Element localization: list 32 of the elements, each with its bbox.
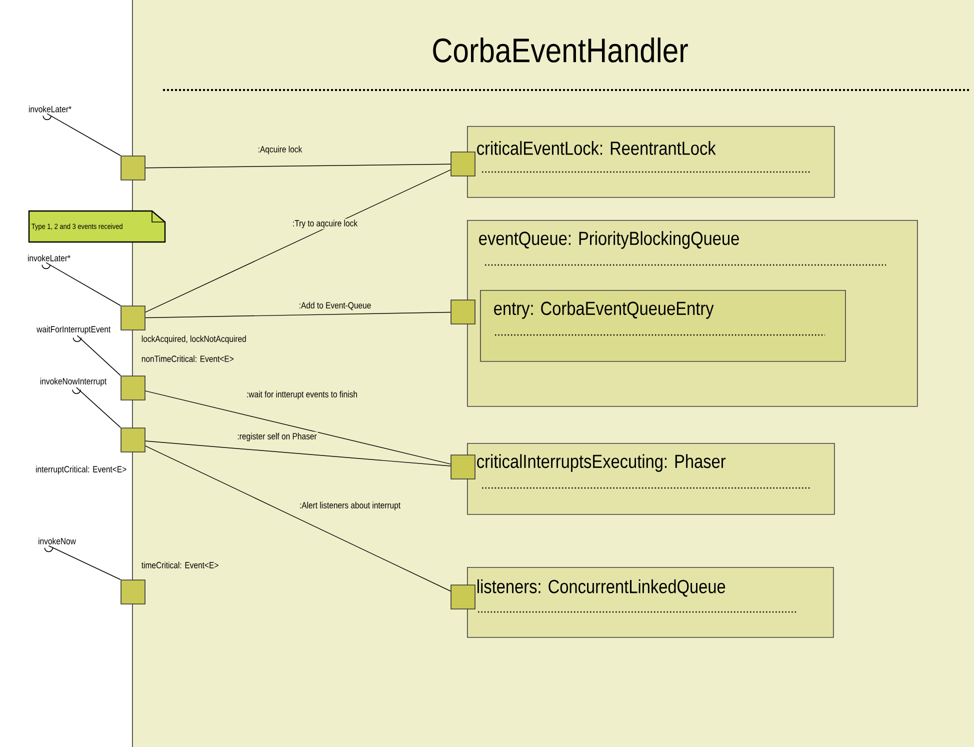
port-square <box>450 454 476 480</box>
interface-socket <box>46 262 121 306</box>
interface-socket <box>46 113 121 156</box>
part-box: criticalInterruptsExecuting: Phaser <box>467 443 835 515</box>
port-square <box>450 300 476 324</box>
interface-socket <box>76 335 121 376</box>
part-box: listeners: ConcurrentLinkedQueue <box>467 567 834 638</box>
connector-line <box>145 440 451 466</box>
connector-line <box>145 164 451 168</box>
connector-line <box>145 446 451 592</box>
edge-label: :register self on Phaser <box>236 432 318 442</box>
port-label: lockAcquired, lockNotAcquired <box>142 335 246 344</box>
connector-line <box>145 169 451 313</box>
interface-label: invokeLater* <box>29 106 72 112</box>
port-label: timeCritical: Event<E> <box>142 562 218 568</box>
port-label: nonTimeCritical: Event<E> <box>142 355 234 362</box>
interface-label: invokeNow <box>38 538 76 544</box>
interface-label: invokeLater* <box>28 254 70 262</box>
title: CorbaEventHandler <box>433 38 688 62</box>
part-box: criticalEventLock: ReentrantLock <box>467 126 835 198</box>
interface-socket <box>48 545 121 580</box>
connector-line <box>145 312 451 318</box>
interface-socket <box>76 387 121 428</box>
interface-label: waitForInterruptEvent <box>36 326 111 334</box>
connector-line <box>145 390 451 464</box>
edge-label: :wait for intterupt events to finish <box>246 390 358 400</box>
port-label: interruptCritical: Event<E> <box>36 466 126 474</box>
port-square <box>450 152 476 176</box>
interface-label: invokeNowInterrupt <box>40 378 107 386</box>
port-square <box>450 584 476 610</box>
part-box: entry: CorbaEventQueueEntry <box>480 290 846 362</box>
port-square <box>120 156 146 180</box>
